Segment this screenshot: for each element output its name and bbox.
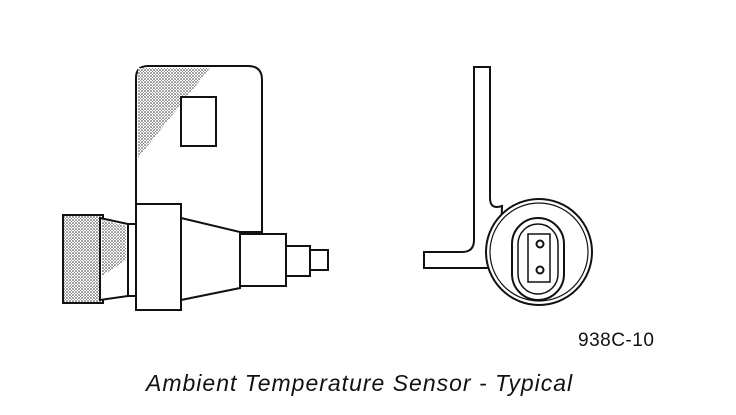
connector-housing (239, 233, 287, 287)
mounting-slot (180, 96, 217, 147)
connector-pin-2 (535, 265, 545, 275)
sensor-end-view (423, 66, 593, 306)
tapered-body (180, 216, 241, 302)
connector-socket (511, 217, 565, 301)
sensor-collar (135, 203, 182, 311)
probe-tip (309, 249, 329, 271)
mounting-plate-shading (138, 68, 210, 158)
figure-code: 938C-10 (578, 330, 655, 351)
figure-caption: Ambient Temperature Sensor - Typical (146, 370, 574, 396)
connector-pin-1 (535, 239, 545, 249)
bracket (423, 66, 504, 269)
sensor-side-view (62, 65, 329, 311)
